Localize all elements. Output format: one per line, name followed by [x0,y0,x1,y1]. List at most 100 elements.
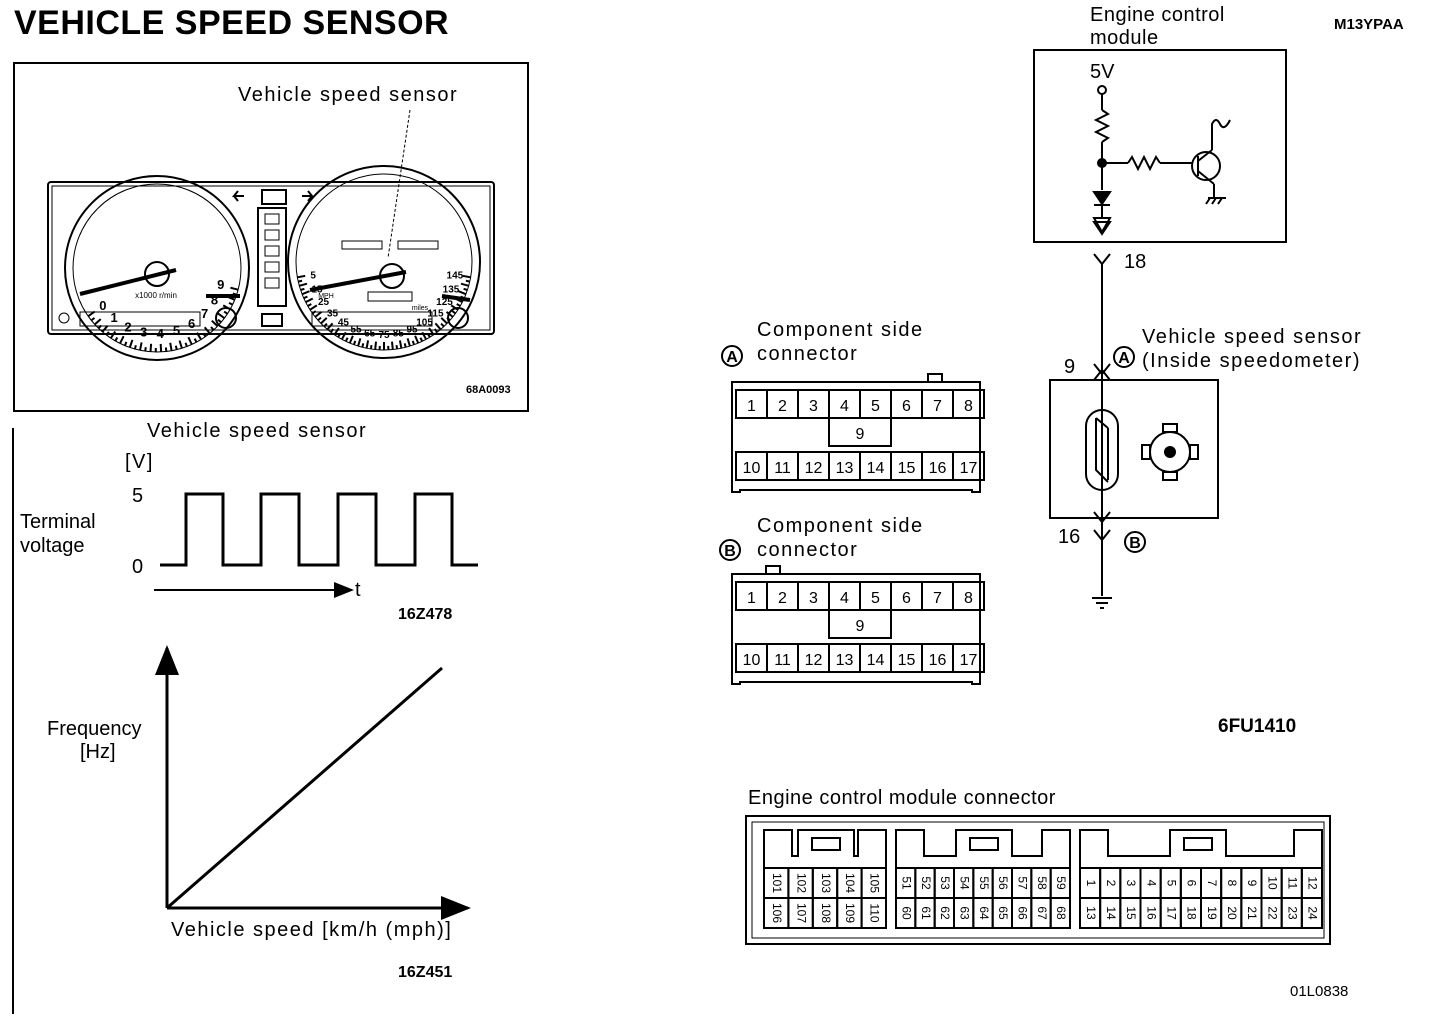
ecm-pin-label: 14 [1104,906,1118,920]
ecm-pin-cell [1049,897,1071,929]
dial-tick [445,311,454,318]
connector-pin-label: 9 [856,426,865,443]
dial-tick [196,332,202,341]
connector-pin-label: 11 [774,460,791,477]
ecm-pin-cell [860,897,887,929]
dial-tick [119,335,125,344]
ecm-pin-label: 20 [1225,906,1239,920]
ecm-pin-label: 10 [1265,876,1279,890]
reference-code: M13YPAA [1334,16,1404,33]
page-title: VEHICLE SPEED SENSOR [14,4,450,42]
dial-tick [460,282,469,287]
speedometer-number: 65 [364,329,376,340]
waveform-unit: [V] [125,451,154,473]
ecm-pin-label: 17 [1165,906,1179,920]
dial-tick [217,318,222,324]
ecm-pin-label: 104 [843,873,857,893]
dial-tick [133,344,137,350]
freq-line [166,666,443,910]
tachometer-number: 3 [140,325,147,340]
dial-tick [323,322,328,328]
speedometer-number: 45 [338,318,350,329]
dial-tick [369,344,373,350]
dial-tick [305,297,314,303]
tachometer-dial [64,175,250,361]
ecm-block-latch [969,837,999,851]
ecm-circuit [1033,49,1287,609]
ecm-pin-label: 66 [1015,906,1029,920]
dial-tick [228,301,234,306]
ecm-pin-label: 24 [1306,906,1320,920]
connector-pin-label: 11 [774,652,791,669]
ecm-supply-label: 5V [1090,61,1115,83]
tachometer-number: 7 [201,306,208,321]
dial-tick [317,316,322,321]
ecm-pin-label: 60 [899,906,913,920]
ecm-pin-label: 64 [977,906,991,920]
conn-a-title-1: Component side [757,319,924,341]
connector-pin-label: 4 [840,398,849,415]
connector-pin-label: 13 [836,652,854,669]
connector-pin-label: 17 [960,652,978,669]
dial-tick [174,345,178,350]
connector-pin-label: 2 [778,398,787,415]
dial-tick [222,304,231,311]
dial-tick [320,317,328,325]
dial-tick [230,286,239,291]
dial-tick [434,322,442,331]
dial-tick [344,337,349,342]
ecm-pin-label: 58 [1035,876,1049,890]
ecm-pin-label: 4 [1144,880,1158,887]
dial-tick [433,328,438,333]
tachometer-number: 8 [211,292,218,307]
ecm-pin-label: 65 [996,906,1010,920]
ecm-pin-label: 22 [1265,906,1279,920]
speedometer-unit: MPH [318,293,334,300]
dial-tick [299,282,308,287]
dial-tick [450,304,459,311]
connector-pin-cell [952,451,985,481]
connector-pin-label: 8 [964,590,973,607]
ecm-pin-label: 109 [843,903,857,923]
dial-tick [311,310,317,315]
connector-a-mark: A [726,349,738,366]
dial-tick [128,339,134,348]
freq-ylabel-2: [Hz] [80,741,116,763]
dial-tick [303,295,308,300]
dial-tick [414,335,420,344]
connector-pin-label: 14 [867,652,885,669]
dial-tick [428,327,435,336]
connector-pin-label: 6 [902,398,911,415]
speedometer-number: 15 [311,284,323,295]
connector-pin-cell [952,643,985,673]
sensor-mark-b: B [1129,535,1141,552]
ecm-pin-label: 23 [1286,906,1300,920]
ecm-pin-label: 102 [794,873,808,893]
ecm-pin-label: 55 [977,876,991,890]
dial-tick [391,341,394,350]
connector-pin-label: 8 [964,398,973,415]
ecm-pin-label: 8 [1225,880,1239,887]
ecm-connector-code: 01L0838 [1290,983,1349,1000]
waveform-ylabel-2: voltage [20,535,85,557]
dial-tick [440,322,445,328]
connector-pin-label: 3 [809,590,818,607]
ecm-pin-label: 3 [1124,880,1138,887]
dial-tick [352,340,357,346]
connector-pin-label: 3 [809,398,818,415]
speedometer-number: 25 [318,297,330,308]
dial-tick [202,332,207,338]
sensor-pin-b: 16 [1058,526,1081,548]
speedometer-ticks [297,274,471,350]
sensor-mark-a: A [1118,350,1130,367]
speedometer-number: 135 [443,284,460,295]
dial-tick [144,347,147,352]
waveform-trace [160,492,478,567]
dial-tick [309,304,318,311]
ecm-pin-label: 110 [868,903,882,922]
dial-tick [456,303,461,307]
ecm-terminal-label: 18 [1124,251,1147,273]
conn-b-title-1: Component side [757,515,924,537]
